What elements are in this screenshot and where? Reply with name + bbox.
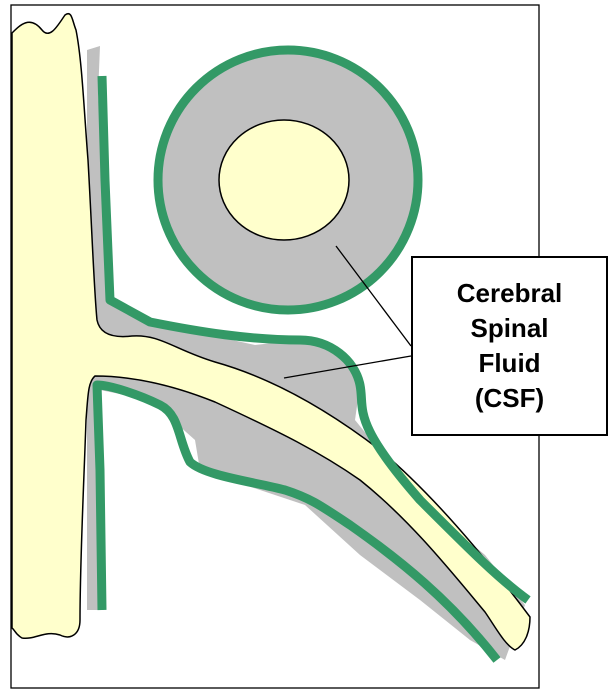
cord-cross-section [219,120,349,240]
label-line-2: Spinal [470,311,548,346]
csf-label-box: Cerebral Spinal Fluid (CSF) [411,256,608,436]
label-line-3: Fluid [478,346,540,381]
label-line-1: Cerebral [457,276,563,311]
label-line-4: (CSF) [475,381,544,416]
